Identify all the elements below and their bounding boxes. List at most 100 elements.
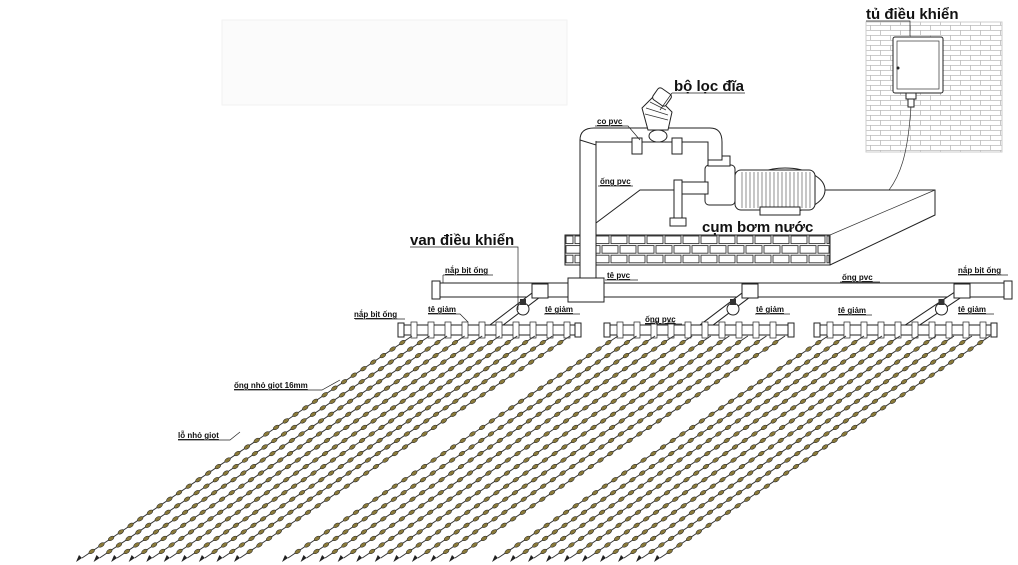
drip-emitter <box>581 418 588 424</box>
drip-tube-end <box>111 555 118 562</box>
brick <box>790 254 808 264</box>
drip-emitter <box>378 542 385 548</box>
drip-emitter <box>715 516 722 522</box>
drip-emitter <box>417 398 424 404</box>
drip-emitter <box>479 392 486 398</box>
drip-emitter <box>477 346 484 352</box>
drip-lines <box>76 335 991 562</box>
drip-emitter <box>685 385 692 391</box>
drip-emitter <box>669 346 676 352</box>
drip-emitter <box>185 483 192 489</box>
drip-emitter <box>447 483 454 489</box>
drip-emitter <box>889 398 897 404</box>
drip-emitter <box>448 366 455 372</box>
drip-emitter <box>469 431 476 437</box>
drip-emitter <box>478 437 485 444</box>
drip-emitter <box>505 444 512 450</box>
drip-emitter <box>670 509 678 515</box>
drip-emitter <box>265 477 272 483</box>
drip-emitter <box>594 548 601 555</box>
drip-emitter <box>903 353 910 359</box>
drip-emitter <box>193 490 200 496</box>
drip-emitter <box>540 483 547 489</box>
valve-actuator <box>730 299 736 305</box>
drip-emitter <box>576 359 583 365</box>
drip-emitter <box>428 379 435 385</box>
drip-emitter <box>564 392 571 398</box>
drip-emitter <box>638 405 645 411</box>
drip-emitter <box>382 457 389 463</box>
drip-emitter <box>309 411 317 417</box>
drip-emitter <box>651 346 658 352</box>
drip-emitter <box>584 366 592 372</box>
brick <box>637 245 655 254</box>
drip-emitter <box>570 450 577 457</box>
label-end-cap-left: nắp bịt ống <box>445 266 488 275</box>
drip-emitter <box>795 353 802 359</box>
drip-tube-end <box>618 555 624 562</box>
brick <box>565 235 574 245</box>
reducer-tee <box>843 321 851 339</box>
drip-emitter <box>345 470 352 476</box>
drip-emitter <box>668 359 676 365</box>
drip-emitter <box>619 483 626 489</box>
drip-emitter <box>605 529 612 535</box>
drip-emitter <box>648 464 655 470</box>
drip-emitter <box>874 372 881 378</box>
brick <box>790 235 808 245</box>
drip-tube-end <box>163 555 170 562</box>
drip-emitter <box>841 346 848 352</box>
drip-emitter <box>842 418 849 424</box>
drip-emitter <box>820 372 827 378</box>
drip-emitter <box>399 398 406 404</box>
drip-emitter <box>425 535 432 541</box>
drip-emitter <box>558 548 565 555</box>
leader-lines <box>178 20 1008 441</box>
drip-emitter <box>708 496 715 502</box>
drip-emitter <box>327 470 335 476</box>
drip-emitter <box>343 516 350 522</box>
sub-main-manifolds <box>397 321 998 339</box>
drip-emitter <box>238 542 245 548</box>
drip-emitter <box>798 411 805 417</box>
drip-emitter <box>748 457 755 463</box>
drip-emitter <box>704 450 711 457</box>
manifold-end-cap <box>603 322 611 338</box>
drip-emitter <box>332 535 339 541</box>
drip-emitter <box>804 359 811 365</box>
reducer-tee <box>860 321 868 339</box>
drip-emitter <box>337 464 344 470</box>
drip-emitter <box>489 385 496 391</box>
drip-emitter <box>381 490 389 496</box>
drip-emitter <box>486 457 493 463</box>
reducer-tee <box>928 321 936 339</box>
drip-emitter <box>593 372 600 378</box>
drip-emitter <box>502 353 509 359</box>
drip-emitter <box>195 535 202 541</box>
reducer-tee <box>444 321 452 339</box>
drip-emitter <box>364 398 371 404</box>
drip-emitter <box>205 529 212 535</box>
drip-emitter <box>554 398 562 404</box>
drip-emitter <box>199 509 206 515</box>
drip-emitter <box>164 509 171 515</box>
drip-emitter <box>212 477 220 483</box>
drip-emitter <box>341 542 348 548</box>
drip-emitter <box>411 437 418 444</box>
drip-emitter <box>773 392 780 398</box>
drip-emitter <box>537 353 544 359</box>
drip-emitter <box>816 411 823 417</box>
drip-emitter <box>542 444 549 450</box>
drip-emitter <box>503 483 510 489</box>
brick <box>817 245 830 254</box>
drip-emitter <box>526 405 533 411</box>
drip-emitter <box>340 379 348 385</box>
drip-emitter <box>388 418 395 424</box>
drip-emitter <box>701 477 708 483</box>
drip-emitter <box>591 490 599 496</box>
drip-emitter <box>197 522 204 528</box>
drip-emitter <box>417 516 424 522</box>
drip-emitter <box>407 405 414 411</box>
drip-tube-end <box>449 555 455 562</box>
drip-emitter <box>846 379 854 385</box>
